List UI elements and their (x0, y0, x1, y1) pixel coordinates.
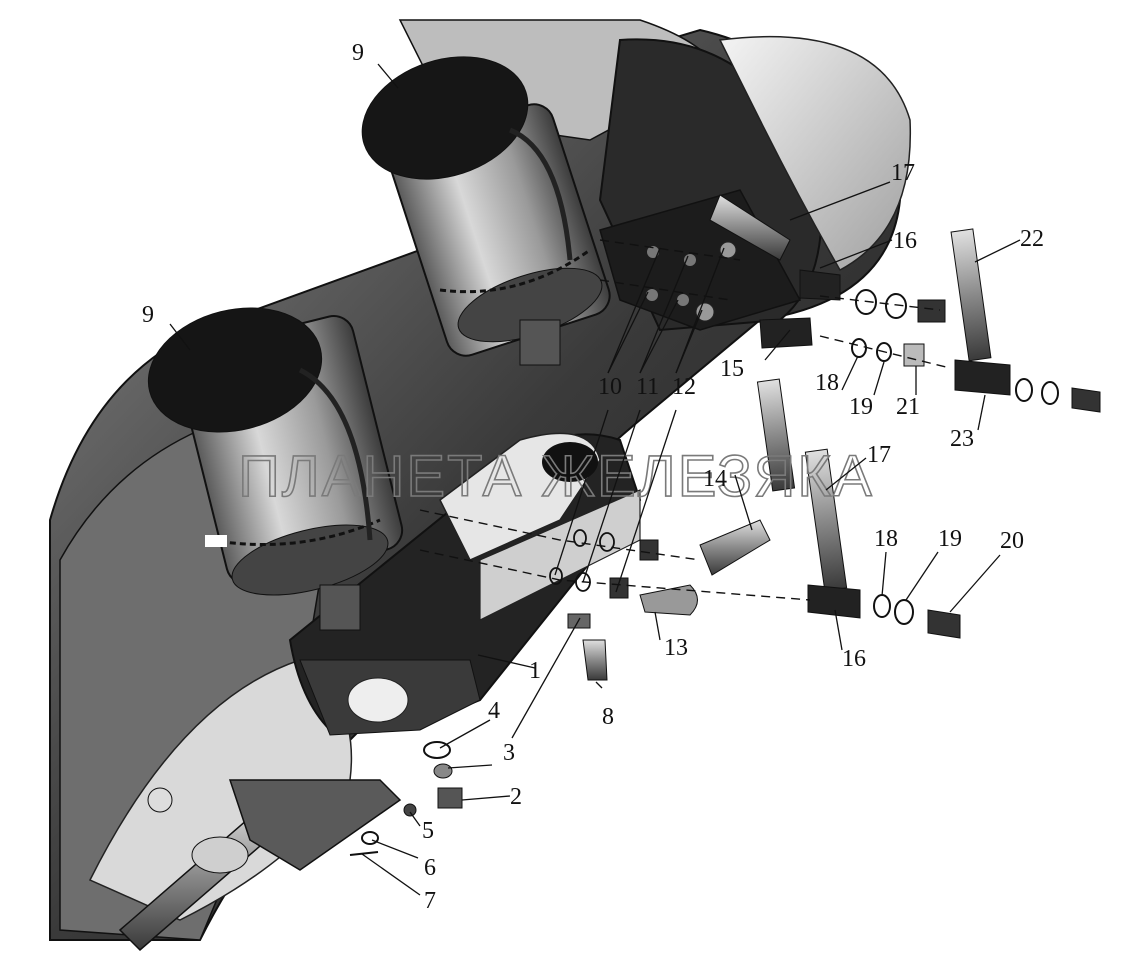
callout-22: 22 (1020, 226, 1044, 252)
callout-5: 5 (422, 818, 434, 844)
callout-17-upper: 17 (891, 160, 915, 186)
bracket (288, 432, 642, 736)
callout-10: 10 (598, 374, 622, 400)
leader-lines (169, 63, 1021, 896)
callout-11: 11 (636, 374, 659, 400)
callout-19-lower: 19 (938, 526, 962, 552)
callout-13: 13 (664, 635, 688, 661)
brake-chamber-lower (147, 307, 404, 631)
callout-8: 8 (602, 704, 614, 730)
callout-12: 12 (672, 374, 696, 400)
callout-17-lower: 17 (867, 442, 891, 468)
callout-19-upper: 19 (849, 394, 873, 420)
callout-18-lower: 18 (874, 526, 898, 552)
lever-and-rod (118, 779, 402, 952)
callout-21: 21 (896, 394, 920, 420)
callout-1: 1 (529, 658, 541, 684)
callout-6: 6 (424, 855, 436, 881)
callout-numbers: 1 2 3 4 5 6 7 8 9 9 10 11 12 13 14 15 16… (142, 40, 1044, 914)
callout-18-upper: 18 (815, 370, 839, 396)
callout-16-upper: 16 (893, 228, 917, 254)
callout-7: 7 (424, 888, 436, 914)
assembly-lines (419, 239, 951, 601)
callout-15: 15 (720, 356, 744, 382)
hose-fittings (639, 194, 1011, 619)
callout-23: 23 (950, 426, 974, 452)
callout-4: 4 (488, 698, 500, 724)
brake-chamber-upper (361, 56, 611, 366)
small-parts (349, 289, 1101, 856)
callout-14: 14 (703, 466, 727, 492)
callout-9-lower: 9 (142, 302, 154, 328)
callout-2: 2 (510, 784, 522, 810)
brake-flange (598, 35, 912, 332)
callout-9-upper: 9 (352, 40, 364, 66)
callout-20: 20 (1000, 528, 1024, 554)
callout-3: 3 (503, 740, 515, 766)
watermark: ПЛАНЕТА ЖЕЛЕЗЯКА (238, 444, 874, 509)
callout-16-lower: 16 (842, 646, 866, 672)
